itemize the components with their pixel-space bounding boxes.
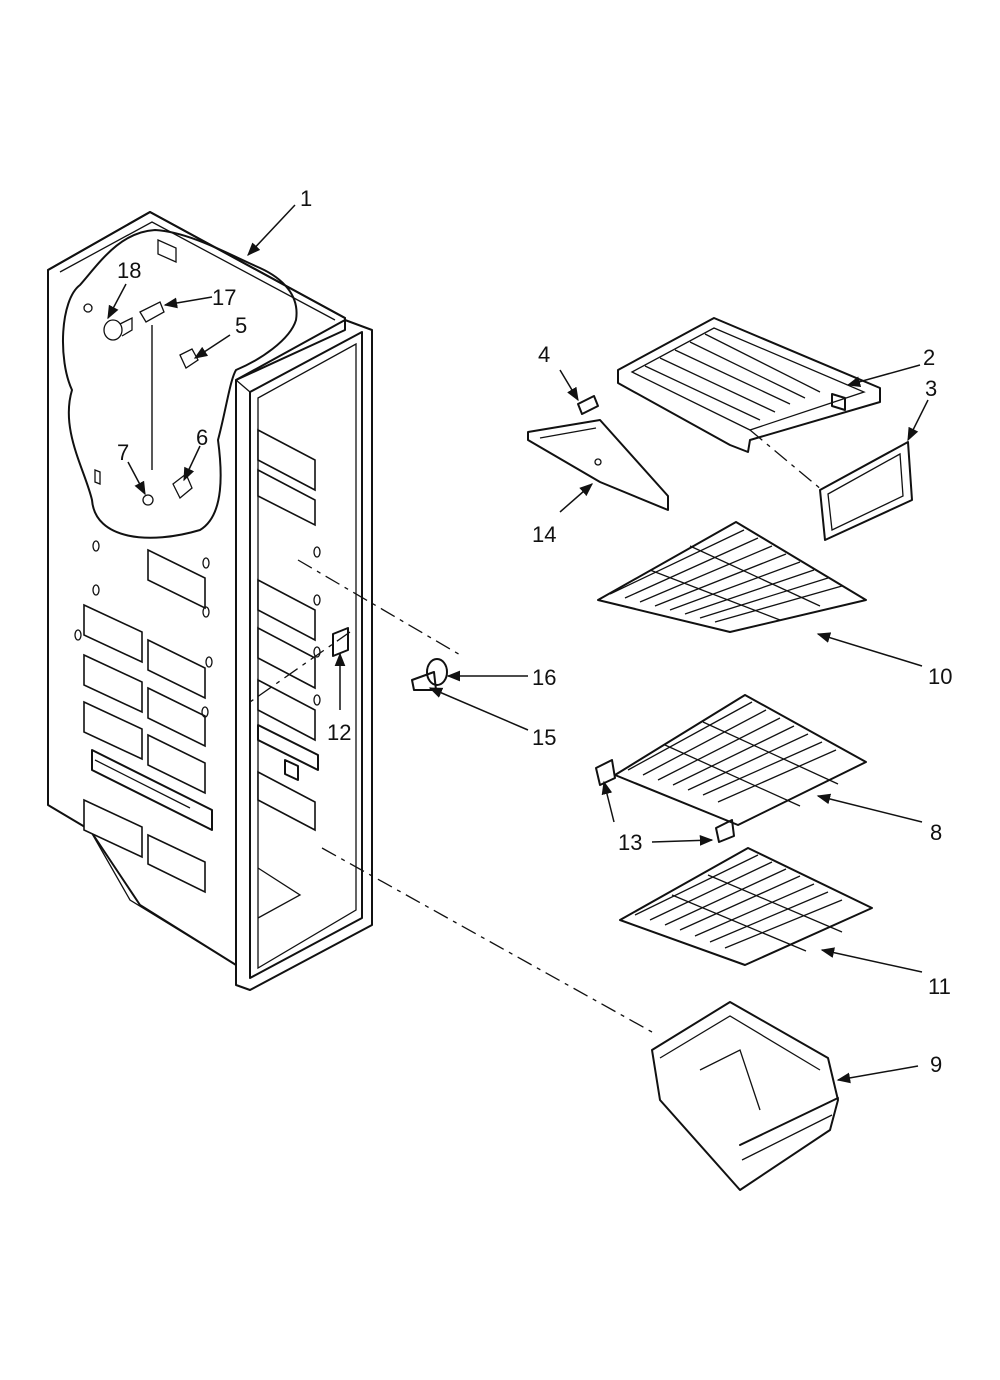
callout-4: 4: [538, 342, 550, 367]
callout-9: 9: [930, 1052, 942, 1077]
callout-18: 18: [117, 258, 141, 283]
callout-15: 15: [532, 725, 556, 750]
freezer-liner: [47, 211, 373, 991]
callout-3: 3: [925, 376, 937, 401]
callout-6: 6: [196, 425, 208, 450]
callout-12: 12: [327, 720, 351, 745]
shelf-2: [617, 317, 881, 453]
callout-labels: 1 2 3 4 5 6 7 8 9 10 11 12 13 14 15 16 1…: [117, 186, 952, 1077]
wire-shelf-11: [619, 847, 873, 966]
shelf-bracket-14: [527, 395, 669, 511]
wire-shelf-10: [597, 521, 867, 633]
callout-11: 11: [928, 974, 951, 999]
callout-17: 17: [212, 285, 236, 310]
wire-shelf-8: [595, 694, 867, 843]
callout-14: 14: [532, 522, 556, 547]
callout-10: 10: [928, 664, 952, 689]
callout-2: 2: [923, 345, 935, 370]
callout-13: 13: [618, 830, 642, 855]
callout-1: 1: [300, 186, 312, 211]
callout-5: 5: [235, 313, 247, 338]
callout-leaders: [107, 204, 929, 1084]
screw-16-15: [411, 658, 448, 691]
callout-16: 16: [532, 665, 556, 690]
shelf-front-3: [819, 441, 913, 541]
callout-8: 8: [930, 820, 942, 845]
freezer-bin-9: [651, 1001, 839, 1191]
callout-7: 7: [117, 440, 129, 465]
